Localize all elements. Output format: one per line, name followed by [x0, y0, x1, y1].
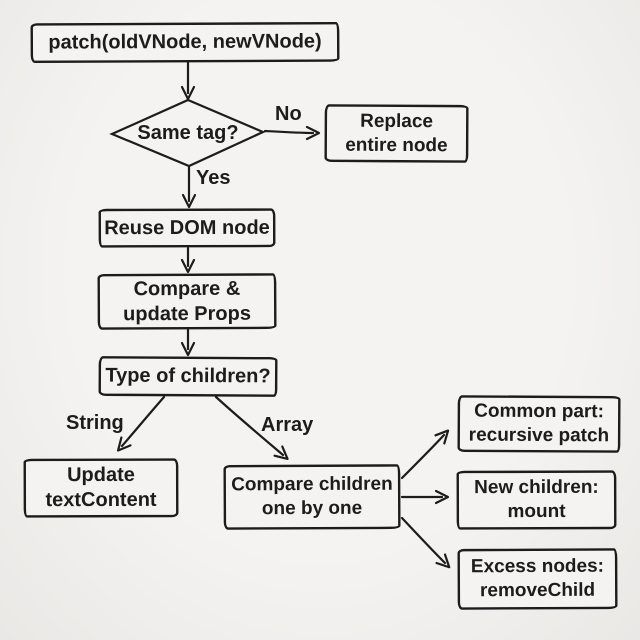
node-compare-children-one-by-one: Compare children one by one [223, 464, 401, 530]
node-type-of-children: Type of children? [98, 356, 278, 397]
node-update-textcontent: Update textContent [23, 458, 179, 518]
node-patch: patch(oldVNode, newVNode) [30, 22, 340, 63]
edge-label-yes: Yes [196, 167, 231, 189]
node-reuse-dom-node: Reuse DOM node [98, 208, 276, 248]
node-same-tag: Same tag? [137, 121, 239, 144]
edge-type-children-to-update-text [116, 395, 166, 452]
node-excess-nodes-removechild: Excess nodes: removeChild [457, 548, 618, 610]
edge-compare-children-to-excess-nodes [400, 516, 451, 569]
edge-label-array: Array [261, 414, 314, 436]
node-compare-update-props: Compare & update Props [97, 273, 277, 330]
node-new-children-mount: New children: mount [456, 470, 617, 530]
edge-same-tag-to-replace [263, 125, 321, 141]
edge-label-no: No [275, 103, 302, 125]
edge-type-children-to-compare-children [214, 395, 289, 460]
node-common-part-recursive-patch: Common part: recursive patch [457, 395, 621, 453]
edge-compare-children-to-common-part [400, 429, 450, 480]
node-replace-entire-node: Replace entire node [324, 104, 469, 163]
edge-label-string: String [66, 412, 124, 434]
